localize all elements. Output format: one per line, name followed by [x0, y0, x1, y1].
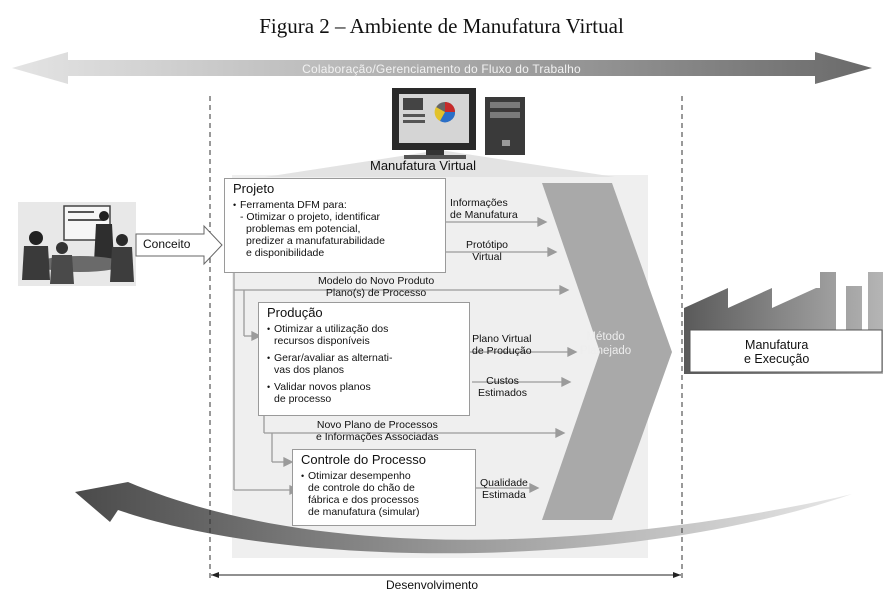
producao-bullet: Otimizar a utilização dos recursos dispo…	[267, 323, 465, 347]
producao-bullet-line: de processo	[274, 393, 332, 405]
factory-icon	[684, 272, 883, 374]
projeto-line: predizer a manufaturabilidade	[246, 235, 385, 247]
projeto-bullet: Ferramenta DFM para: - Otimizar o projet…	[233, 199, 441, 259]
method-line: Planejado	[580, 345, 632, 357]
qualidade-label: Qualidade Estimada	[480, 477, 528, 501]
novo-plano-label: Novo Plano de Processos e Informações As…	[316, 419, 439, 443]
plano-virtual-label: Plano Virtual de Produção	[472, 333, 532, 357]
factory-line: Manufatura	[745, 338, 809, 352]
producao-bullet-line: Validar novos planos	[274, 381, 371, 393]
method-chevron	[542, 183, 672, 520]
informacoes-line: de Manufatura	[450, 208, 518, 221]
custos-label: Custos Estimados	[478, 375, 528, 399]
novo-plano-line: e Informações Associadas	[316, 430, 439, 443]
producao-bullet-line: Otimizar a utilização dos	[274, 323, 389, 335]
novo-plano-line: Novo Plano de Processos	[316, 419, 438, 431]
panel-top-fan	[265, 150, 615, 177]
producao-bullet: Validar novos planos de processo	[267, 381, 465, 405]
controle-title: Controle do Processo	[301, 452, 427, 467]
factory-line: e Execução	[744, 352, 810, 366]
method-line: Método	[586, 331, 625, 343]
concept-arrow	[135, 224, 223, 266]
flow-connectors	[233, 216, 578, 496]
projeto-bullet-intro: Ferramenta DFM para:	[240, 199, 347, 211]
development-label: Desenvolvimento	[386, 578, 479, 592]
people-meeting-icon	[18, 202, 136, 286]
producao-bullet: Gerar/avaliar as alternati- vas dos plan…	[267, 352, 465, 376]
producao-bullet-line: recursos disponíveis	[274, 335, 370, 347]
method-label: Método Planejado	[580, 330, 631, 358]
figure-title: Figura 2 – Ambiente de Manufatura Virtua…	[259, 14, 624, 38]
factory-label: Manufatura e Execução	[744, 338, 809, 366]
controle-bullet-line: Otimizar desempenho	[308, 470, 411, 482]
controle-box: Controle do Processo Otimizar desempenho…	[292, 449, 476, 526]
projeto-title: Projeto	[233, 181, 275, 196]
modelo-label: Modelo do Novo Produto Plano(s) de Proce…	[318, 275, 435, 299]
projeto-line: - Otimizar o projeto, identificar	[240, 211, 381, 223]
controle-bullet-line: de controle do chão de	[308, 482, 415, 494]
informacoes-line: Informações	[450, 197, 508, 209]
prototipo-line: Virtual	[472, 250, 502, 263]
plano-virtual-line: de Produção	[472, 344, 532, 357]
informacoes-label: Informações de Manufatura	[450, 197, 518, 221]
projeto-line: e disponibilidade	[246, 247, 325, 259]
controle-bullet-line: fábrica e dos processos	[308, 494, 419, 506]
custos-line: Estimados	[478, 386, 528, 399]
prototipo-label: Protótipo Virtual	[466, 239, 509, 263]
producao-title: Produção	[267, 305, 323, 320]
controle-bullet-line: de manufatura (simular)	[308, 506, 420, 518]
collaboration-label: Colaboração/Gerenciamento do Fluxo do Tr…	[302, 62, 581, 76]
custos-line: Custos	[486, 375, 519, 387]
computer-icon	[392, 88, 525, 159]
qualidade-line: Qualidade	[480, 477, 528, 489]
projeto-box: Projeto Ferramenta DFM para: - Otimizar …	[224, 178, 446, 273]
producao-box: Produção Otimizar a utilização dos recur…	[258, 302, 470, 416]
projeto-line: problemas em potencial,	[246, 223, 361, 235]
plano-virtual-line: Plano Virtual	[472, 333, 532, 345]
modelo-line: Plano(s) de Processo	[325, 286, 427, 299]
concept-label: Conceito	[143, 237, 191, 251]
collaboration-arrow	[12, 52, 872, 84]
virtual-manufacturing-label: Manufatura Virtual	[370, 158, 476, 173]
modelo-line: Modelo do Novo Produto	[318, 275, 435, 287]
prototipo-line: Protótipo	[466, 239, 509, 251]
controle-bullet: Otimizar desempenho de controle do chão …	[301, 470, 471, 518]
feedback-arrow	[75, 482, 852, 554]
producao-bullet-line: Gerar/avaliar as alternati-	[274, 352, 393, 364]
producao-bullet-line: vas dos planos	[274, 364, 345, 376]
qualidade-line: Estimada	[482, 488, 526, 501]
